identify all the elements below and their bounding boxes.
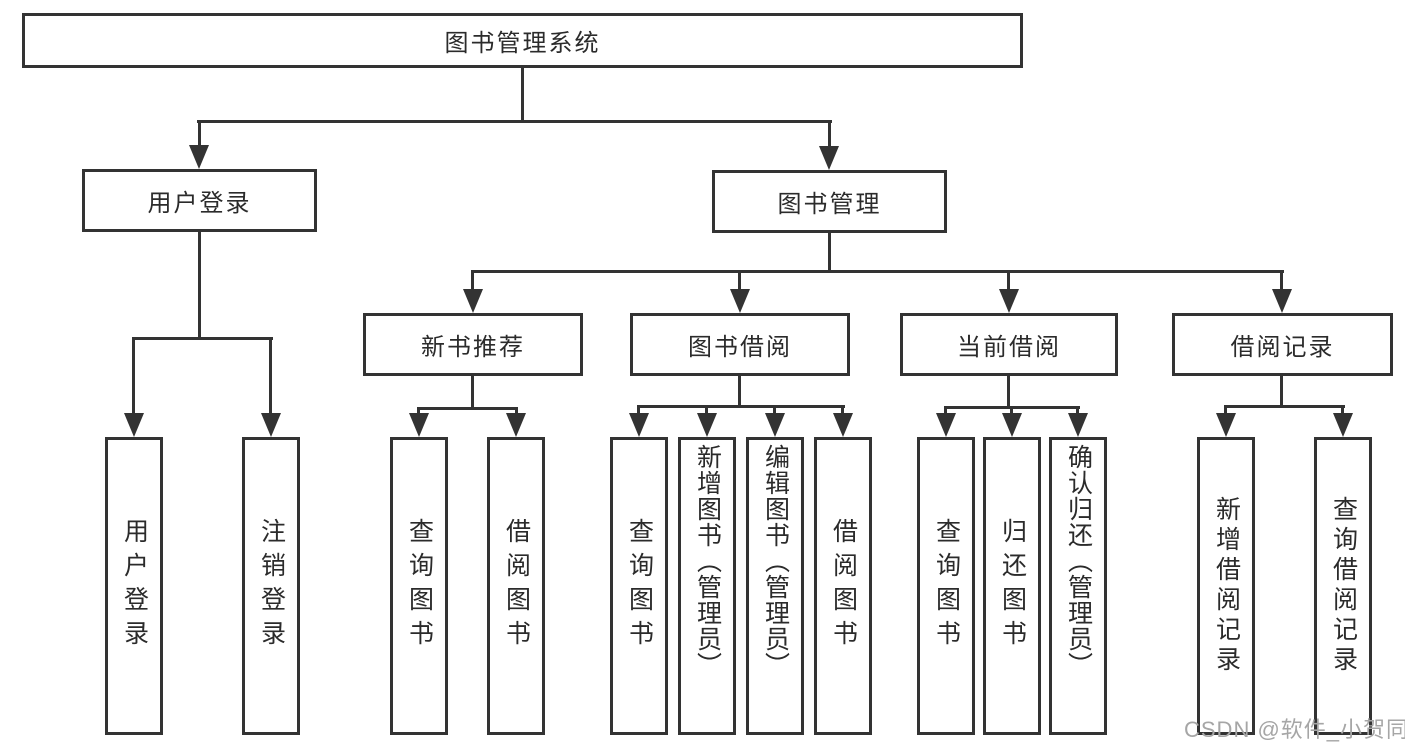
leaf-label: 新增图书（管理员） [693,444,722,678]
leaf-confirm-return-admin: 确认归还（管理员） [1049,437,1107,735]
node-user-login: 用户登录 [82,169,317,232]
node-label: 当前借阅 [957,334,1061,361]
arrow-down-icon [999,289,1019,313]
node-borrowing-records: 借阅记录 [1172,313,1393,376]
connector-line [132,337,135,415]
leaf-label: 查询图书 [405,518,434,654]
arrow-down-icon [463,289,483,313]
connector-line [472,270,1284,273]
connector-line [1341,405,1344,415]
connector-line [515,407,518,415]
connector-line [1224,405,1345,408]
arrow-down-icon [1002,413,1022,437]
arrow-down-icon [765,413,785,437]
connector-line [637,405,845,408]
leaf-user-login: 用户登录 [105,437,163,735]
leaf-label: 注销登录 [257,518,286,654]
leaf-label: 编辑图书（管理员） [761,444,790,678]
leaf-edit-book-admin: 编辑图书（管理员） [746,437,804,735]
connector-line [738,376,741,408]
leaf-borrow-books: 借阅图书 [814,437,872,735]
connector-line [841,405,844,415]
arrow-down-icon [1068,413,1088,437]
leaf-label: 借阅图书 [829,518,858,654]
connector-line [133,337,273,340]
connector-line [471,270,474,292]
connector-line [198,120,201,147]
arrow-down-icon [730,289,750,313]
arrow-down-icon [629,413,649,437]
connector-line [705,405,708,415]
connector-line [521,68,524,122]
arrow-down-icon [124,413,144,437]
connector-line [828,120,831,147]
connector-line [944,406,947,415]
node-label: 图书管理系统 [444,30,601,57]
arrow-down-icon [697,413,717,437]
node-book-management: 图书管理 [712,170,947,233]
leaf-add-borrow-record: 新增借阅记录 [1197,437,1255,735]
leaf-query-books-recommend: 查询图书 [390,437,448,735]
connector-line [471,376,474,410]
node-label: 图书借阅 [688,334,792,361]
leaf-label: 借阅图书 [502,518,531,654]
connector-line [738,270,741,292]
node-book-borrowing: 图书借阅 [630,313,850,376]
arrow-down-icon [261,413,281,437]
leaf-logout: 注销登录 [242,437,300,735]
arrow-down-icon [1333,413,1353,437]
leaf-label: 归还图书 [998,518,1027,654]
arrow-down-icon [833,413,853,437]
node-label: 新书推荐 [421,334,525,361]
leaf-label: 用户登录 [120,518,149,654]
leaf-query-borrow-record: 查询借阅记录 [1314,437,1372,735]
connector-line [1007,376,1010,409]
leaf-label: 新增借阅记录 [1212,496,1241,676]
connector-line [637,405,640,415]
connector-line [198,232,201,340]
connector-line [417,407,420,415]
leaf-query-books-borrowing: 查询图书 [610,437,668,735]
connector-line [773,405,776,415]
leaf-label: 确认归还（管理员） [1064,444,1093,678]
connector-line [1224,405,1227,415]
connector-line [269,337,272,415]
csdn-watermark: CSDN @软件_小贺同学 [1184,717,1405,742]
arrow-down-icon [936,413,956,437]
node-library-management-system: 图书管理系统 [22,13,1023,68]
leaf-add-book-admin: 新增图书（管理员） [678,437,736,735]
arrow-down-icon [409,413,429,437]
node-label: 用户登录 [147,190,252,217]
leaf-return-books: 归还图书 [983,437,1041,735]
connector-line [828,233,831,273]
arrow-down-icon [819,146,839,170]
leaf-label: 查询图书 [625,518,654,654]
arrow-down-icon [1272,289,1292,313]
node-label: 图书管理 [777,191,882,218]
leaf-label: 查询图书 [932,518,961,654]
leaf-query-books-current: 查询图书 [917,437,975,735]
arrow-down-icon [506,413,526,437]
connector-line [417,407,518,410]
leaf-label: 查询借阅记录 [1329,496,1358,676]
arrow-down-icon [189,145,209,169]
node-current-borrowing: 当前借阅 [900,313,1118,376]
connector-line [1280,376,1283,408]
node-label: 借阅记录 [1230,334,1335,361]
connector-line [1280,270,1283,292]
connector-line [1010,406,1013,415]
leaf-borrow-books-recommend: 借阅图书 [487,437,545,735]
connector-line [197,120,832,123]
arrow-down-icon [1216,413,1236,437]
node-new-book-recommend: 新书推荐 [363,313,583,376]
connector-line [1007,270,1010,292]
connector-line [1076,406,1079,415]
